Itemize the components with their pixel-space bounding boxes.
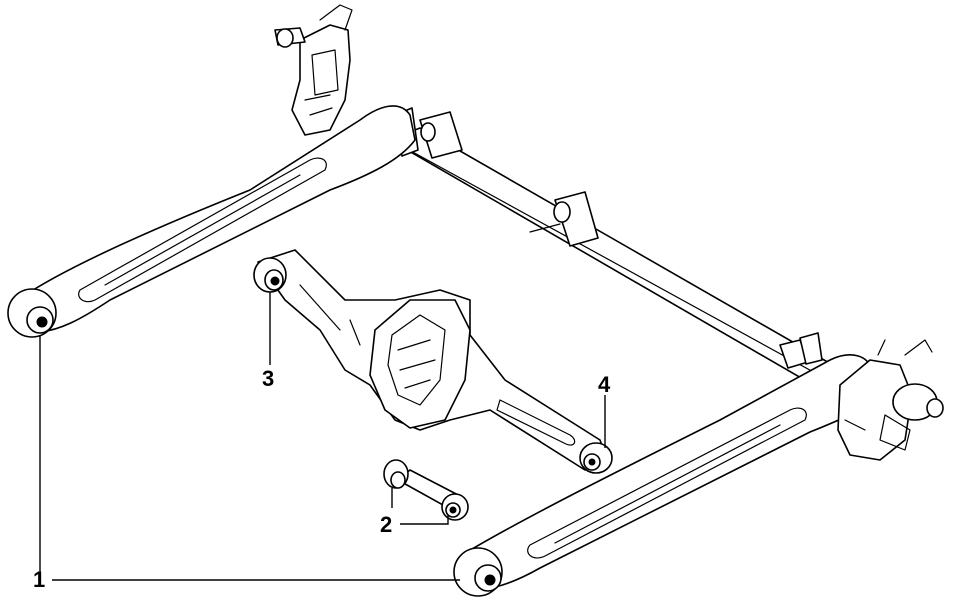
leader-line-2b [400, 515, 449, 525]
lateral-link-rod [383, 459, 469, 521]
callout-2: 2 [380, 512, 392, 537]
leader-lines [39, 292, 606, 581]
left-trailing-arm [7, 105, 416, 338]
differential-mount-member [253, 249, 613, 474]
callout-1: 1 [33, 567, 45, 592]
right-wheel-hub-knuckle [837, 339, 944, 461]
callout-3: 3 [262, 366, 274, 391]
left-wheel-hub-knuckle [274, 4, 353, 136]
callout-4: 4 [598, 372, 611, 397]
rear-cross-member [389, 107, 846, 387]
right-trailing-arm [453, 354, 873, 597]
